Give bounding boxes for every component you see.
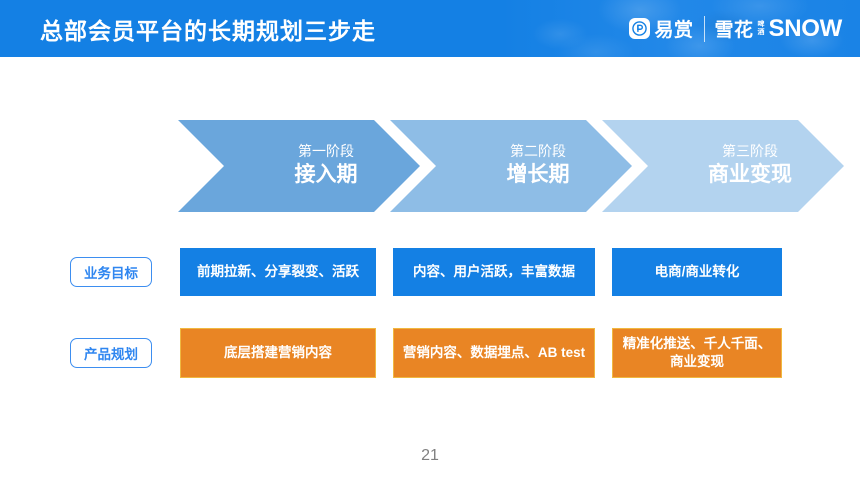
p-circle-rounded-square-icon bbox=[628, 18, 650, 39]
business-goal-cell-2: 内容、用户活跃，丰富数据 bbox=[393, 248, 595, 296]
snow-logo: 雪花 啤 酒 SNOW bbox=[714, 14, 843, 43]
header-ice-texture bbox=[0, 0, 860, 57]
stage-chevron-3: 第三阶段 商业变现 bbox=[602, 120, 844, 212]
yishang-logo: 易赏 bbox=[628, 15, 694, 42]
logo-divider bbox=[703, 15, 705, 42]
business-goal-cell-1: 前期拉新、分享裂变、活跃 bbox=[180, 248, 376, 296]
stage-chevron-2: 第二阶段 增长期 bbox=[390, 120, 632, 212]
stage-chevron-row: 第一阶段 接入期 第二阶段 增长期 第三阶段 商业变现 bbox=[0, 120, 860, 212]
page-number: 21 bbox=[421, 447, 439, 464]
stage-chevron-1: 第一阶段 接入期 bbox=[178, 120, 420, 212]
snow-logo-vertical-top: 啤 bbox=[757, 20, 765, 28]
snow-logo-vertical-bottom: 酒 bbox=[757, 28, 765, 36]
stage-3-subtitle: 第三阶段 bbox=[722, 142, 778, 159]
snow-logo-en-text: SNOW bbox=[768, 14, 843, 42]
row-label-product-plan: 产品规划 bbox=[70, 338, 152, 368]
snow-logo-cn-text: 雪花 bbox=[714, 20, 754, 41]
snow-logo-vertical-text: 啤 酒 bbox=[758, 21, 765, 37]
slide-header-band: 总部会员平台的长期规划三步走 易赏 雪花 啤 酒 bbox=[0, 0, 860, 57]
stage-1-subtitle: 第一阶段 bbox=[298, 142, 354, 159]
product-plan-cell-3: 精准化推送、千人千面、商业变现 bbox=[612, 328, 782, 378]
product-plan-cell-1: 底层搭建营销内容 bbox=[180, 328, 376, 378]
yishang-logo-text: 易赏 bbox=[654, 20, 694, 41]
stage-1-title: 接入期 bbox=[294, 163, 358, 187]
page-title: 总部会员平台的长期规划三步走 bbox=[40, 17, 376, 44]
stage-2-subtitle: 第二阶段 bbox=[510, 142, 566, 159]
stage-3-title: 商业变现 bbox=[708, 163, 792, 187]
brand-logo-lockup: 易赏 雪花 啤 酒 SNOW bbox=[628, 0, 843, 57]
stage-2-title: 增长期 bbox=[506, 163, 570, 187]
business-goal-cell-3: 电商/商业转化 bbox=[612, 248, 782, 296]
product-plan-cell-2: 营销内容、数据埋点、AB test bbox=[393, 328, 595, 378]
row-label-business-goals: 业务目标 bbox=[70, 257, 152, 287]
